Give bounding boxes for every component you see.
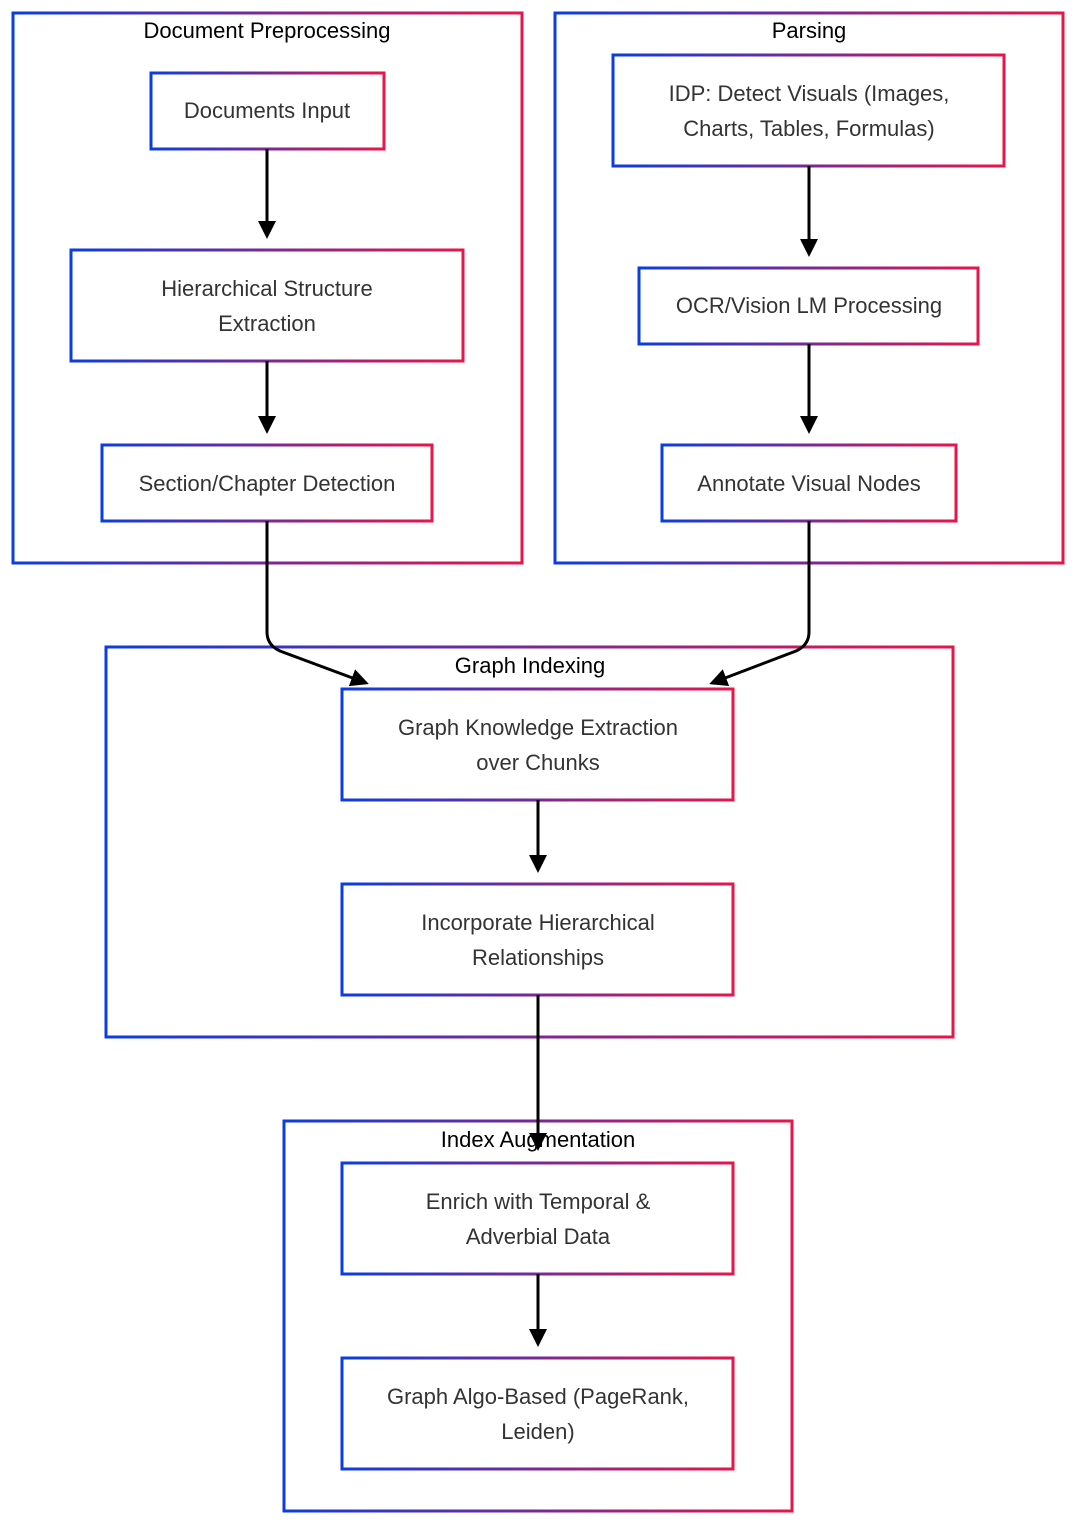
edge-annotate-visual-to-graph-knowledge — [709, 521, 811, 687]
node-incorporate-hierarchical-relationships: Incorporate Hierarchical Relationships — [340, 882, 735, 997]
group-title-document-preprocessing: Document Preprocessing — [143, 18, 390, 43]
node-label-line1: Graph Knowledge Extraction — [398, 715, 678, 740]
node-graph-knowledge-extraction: Graph Knowledge Extraction over Chunks — [340, 687, 735, 802]
node-annotate-visual-nodes: Annotate Visual Nodes — [660, 443, 958, 523]
edge-section-detection-to-graph-knowledge — [265, 521, 369, 687]
edges — [258, 149, 818, 1347]
node-hierarchical-structure-extraction: Hierarchical Structure Extraction — [69, 248, 465, 363]
node-label: Section/Chapter Detection — [139, 471, 396, 496]
group-title-parsing: Parsing — [772, 18, 847, 43]
node-label: OCR/Vision LM Processing — [676, 293, 942, 318]
group-title-graph-indexing: Graph Indexing — [455, 653, 605, 678]
node-idp-detect-visuals: IDP: Detect Visuals (Images, Charts, Tab… — [611, 53, 1006, 168]
node-label-line1: IDP: Detect Visuals (Images, — [669, 81, 950, 106]
node-label-line2: Leiden) — [501, 1419, 574, 1444]
node-label-line1: Graph Algo-Based (PageRank, — [387, 1384, 689, 1409]
node-enrich-temporal-adverbial: Enrich with Temporal & Adverbial Data — [340, 1161, 735, 1276]
node-label-line1: Incorporate Hierarchical — [421, 910, 655, 935]
node-label-line1: Enrich with Temporal & — [426, 1189, 651, 1214]
node-label-line2: Charts, Tables, Formulas) — [683, 116, 934, 141]
node-label: Annotate Visual Nodes — [697, 471, 920, 496]
node-label-line2: Relationships — [472, 945, 604, 970]
node-section-chapter-detection: Section/Chapter Detection — [100, 443, 434, 523]
node-ocr-vision-processing: OCR/Vision LM Processing — [637, 266, 980, 346]
node-label-line2: over Chunks — [476, 750, 600, 775]
node-label: Documents Input — [184, 98, 350, 123]
node-documents-input: Documents Input — [149, 71, 386, 151]
node-label-line2: Adverbial Data — [466, 1224, 611, 1249]
node-label-line1: Hierarchical Structure — [161, 276, 373, 301]
node-label-line2: Extraction — [218, 311, 316, 336]
node-graph-algo-based: Graph Algo-Based (PageRank, Leiden) — [340, 1356, 735, 1471]
group-graph-indexing: Graph Indexing — [104, 645, 955, 1039]
